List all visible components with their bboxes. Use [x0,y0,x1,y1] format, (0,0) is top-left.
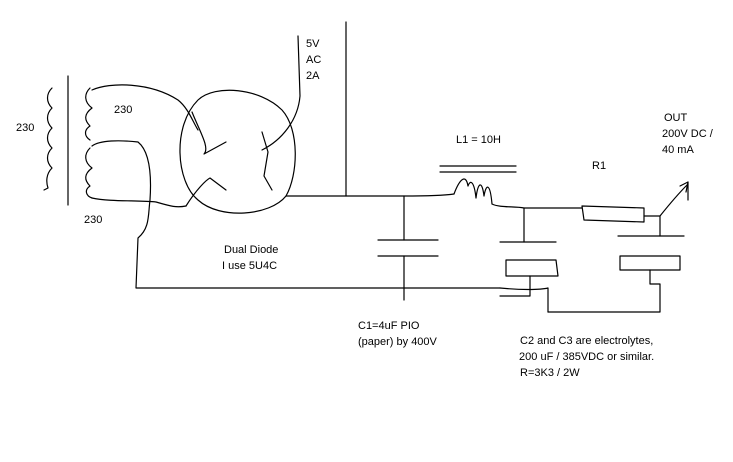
rectifier-cathode [261,131,273,191]
primary-voltage-label: 230 [16,122,35,134]
output-label-2: 200V DC / [662,128,713,140]
resistor-label: R1 [592,160,607,172]
bplus-to-choke [403,193,455,197]
note-label-3: R=3K3 / 2W [520,367,580,379]
sec-top-lead [91,84,199,131]
r1-body [581,205,645,223]
filament-label-3: 2A [306,70,320,82]
rectifier-anode-1 [191,111,227,155]
secondary-bottom-label: 230 [84,214,103,226]
output-label-3: 40 mA [662,144,694,156]
secondary-top-label: 230 [114,104,133,116]
output-lead [659,183,689,217]
rectifier-label-2: I use 5U4C [222,260,278,272]
note-label-2: 200 uF / 385VDC or similar. [516,351,655,363]
primary-winding [43,87,53,191]
c2-lead-bottom [499,275,531,297]
r1-out [643,215,661,237]
c3-lead-bottom [547,269,661,313]
note-label-1: C2 and C3 are electrolytes, [520,335,654,347]
rectifier-label-1: Dual Diode [224,244,279,256]
c1-label-2: (paper) by 400V [358,336,437,348]
filament-wire [261,35,301,151]
filament-label-1: 5V [306,38,320,50]
choke-label: L1 = 10H [456,134,501,146]
rectifier-envelope [179,89,296,214]
output-label-1: OUT [664,112,688,124]
ground-return [499,287,549,313]
filament-label-2: AC [306,54,322,66]
secondary-winding-top [84,87,93,141]
sec-bottom-lead [91,197,187,208]
c3-body [619,255,681,271]
bplus-bus [285,195,405,241]
secondary-winding-bottom [85,147,93,199]
c1-label-1: C1=4uF PIO [358,320,420,332]
rectifier-anode-2 [185,177,227,207]
choke-coil [453,178,493,205]
center-tap-wire [91,140,501,289]
choke-out [491,203,583,209]
c2-body [505,259,559,277]
